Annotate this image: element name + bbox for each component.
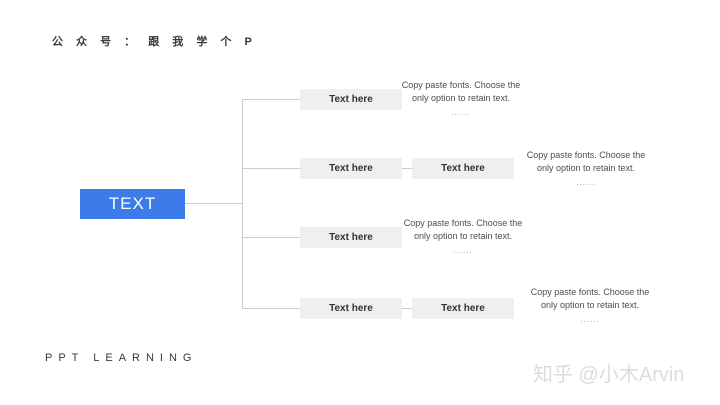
node-box-label: Text here — [441, 303, 485, 314]
connector-row2-link-line — [402, 168, 412, 169]
description-text: Copy paste fonts. Choose the only option… — [530, 287, 650, 310]
node-box: Text here — [300, 227, 402, 248]
root-node-label: TEXT — [108, 194, 157, 213]
node-box-label: Text here — [329, 163, 373, 174]
node-box: Text here — [300, 89, 402, 110]
description-ellipsis: ...... — [576, 178, 596, 187]
description-block: Copy paste fonts. Choose the only option… — [524, 149, 648, 189]
description-text: Copy paste fonts. Choose the only option… — [403, 218, 523, 241]
description-block: Copy paste fonts. Choose the only option… — [528, 286, 652, 326]
root-node: TEXT — [80, 189, 185, 219]
node-box-label: Text here — [441, 163, 485, 174]
node-box: Text here — [412, 158, 514, 179]
connector-branch-4-line — [243, 308, 300, 309]
connector-branch-3-line — [243, 237, 300, 238]
connector-row4-link-line — [402, 308, 412, 309]
connector-root-line — [185, 203, 242, 204]
slide-footer: PPT LEARNING — [45, 352, 198, 364]
description-ellipsis: ...... — [453, 246, 473, 255]
node-box-label: Text here — [329, 303, 373, 314]
description-ellipsis: ...... — [451, 108, 471, 117]
zhihu-watermark: 知乎 @小木Arvin — [533, 364, 685, 386]
connector-trunk-line — [242, 99, 243, 309]
node-box: Text here — [412, 298, 514, 319]
node-box-label: Text here — [329, 94, 373, 105]
slide-header: 公 众 号 ： 跟 我 学 个 P — [52, 36, 257, 48]
connector-branch-1-line — [243, 99, 300, 100]
description-block: Copy paste fonts. Choose the only option… — [401, 217, 525, 257]
description-text: Copy paste fonts. Choose the only option… — [526, 150, 646, 173]
connector-branch-2-line — [243, 168, 300, 169]
node-box: Text here — [300, 298, 402, 319]
description-block: Copy paste fonts. Choose the only option… — [399, 79, 523, 119]
node-box: Text here — [300, 158, 402, 179]
description-text: Copy paste fonts. Choose the only option… — [401, 80, 521, 103]
description-ellipsis: ...... — [580, 315, 600, 324]
node-box-label: Text here — [329, 232, 373, 243]
